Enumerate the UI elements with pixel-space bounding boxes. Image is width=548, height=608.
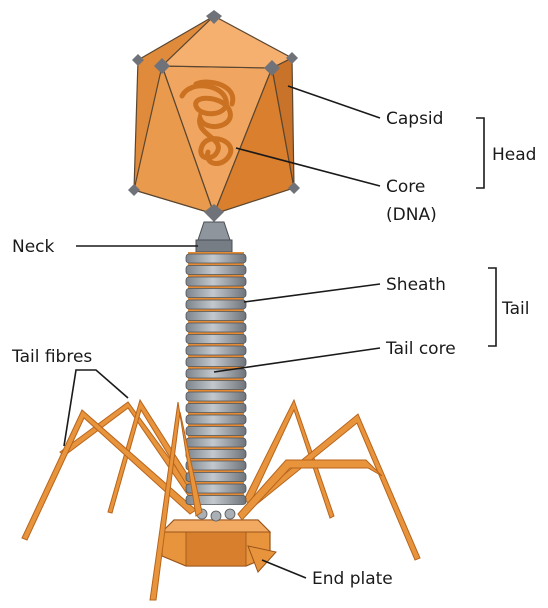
tail-bracket <box>488 268 496 346</box>
sheath-ring <box>186 335 246 344</box>
sheath-leader <box>244 284 380 302</box>
sheath-ring <box>186 392 246 401</box>
core-label: Core <box>386 177 425 197</box>
sheath-ring <box>186 277 246 286</box>
sheath-ring <box>186 266 246 275</box>
sheath-ring <box>186 323 246 332</box>
sheath-label: Sheath <box>386 275 446 295</box>
head-bracket <box>476 118 484 188</box>
sheath-ring <box>186 404 246 413</box>
neck <box>196 222 232 252</box>
head-label: Head <box>492 145 536 165</box>
capsid-leader <box>288 86 380 118</box>
sheath-ring <box>186 346 246 355</box>
sheath-ring <box>186 358 246 367</box>
core-sub-label: (DNA) <box>386 205 437 225</box>
sheath-ring <box>186 427 246 436</box>
tail-sheath <box>186 252 246 505</box>
tail-label: Tail <box>501 299 529 319</box>
sheath-ring <box>186 415 246 424</box>
sheath-ring <box>186 254 246 263</box>
sheath-ring <box>186 300 246 309</box>
sheath-ring <box>186 312 246 321</box>
leader-lines <box>64 86 496 578</box>
sheath-ring <box>186 369 246 378</box>
sheath-ring <box>186 438 246 447</box>
end-plate-label: End plate <box>312 569 393 589</box>
sheath-ring <box>186 461 246 470</box>
tail-core-label: Tail core <box>385 339 456 359</box>
sheath-ring <box>186 450 246 459</box>
capsid-label: Capsid <box>386 109 443 129</box>
sheath-ring <box>186 381 246 390</box>
end-plate-leader <box>262 560 306 578</box>
sheath-ring <box>186 289 246 298</box>
neck-label: Neck <box>12 237 55 257</box>
fibre-right-mid <box>248 414 420 560</box>
tail-fibres-label: Tail fibres <box>11 347 92 367</box>
end-plate <box>162 509 276 572</box>
